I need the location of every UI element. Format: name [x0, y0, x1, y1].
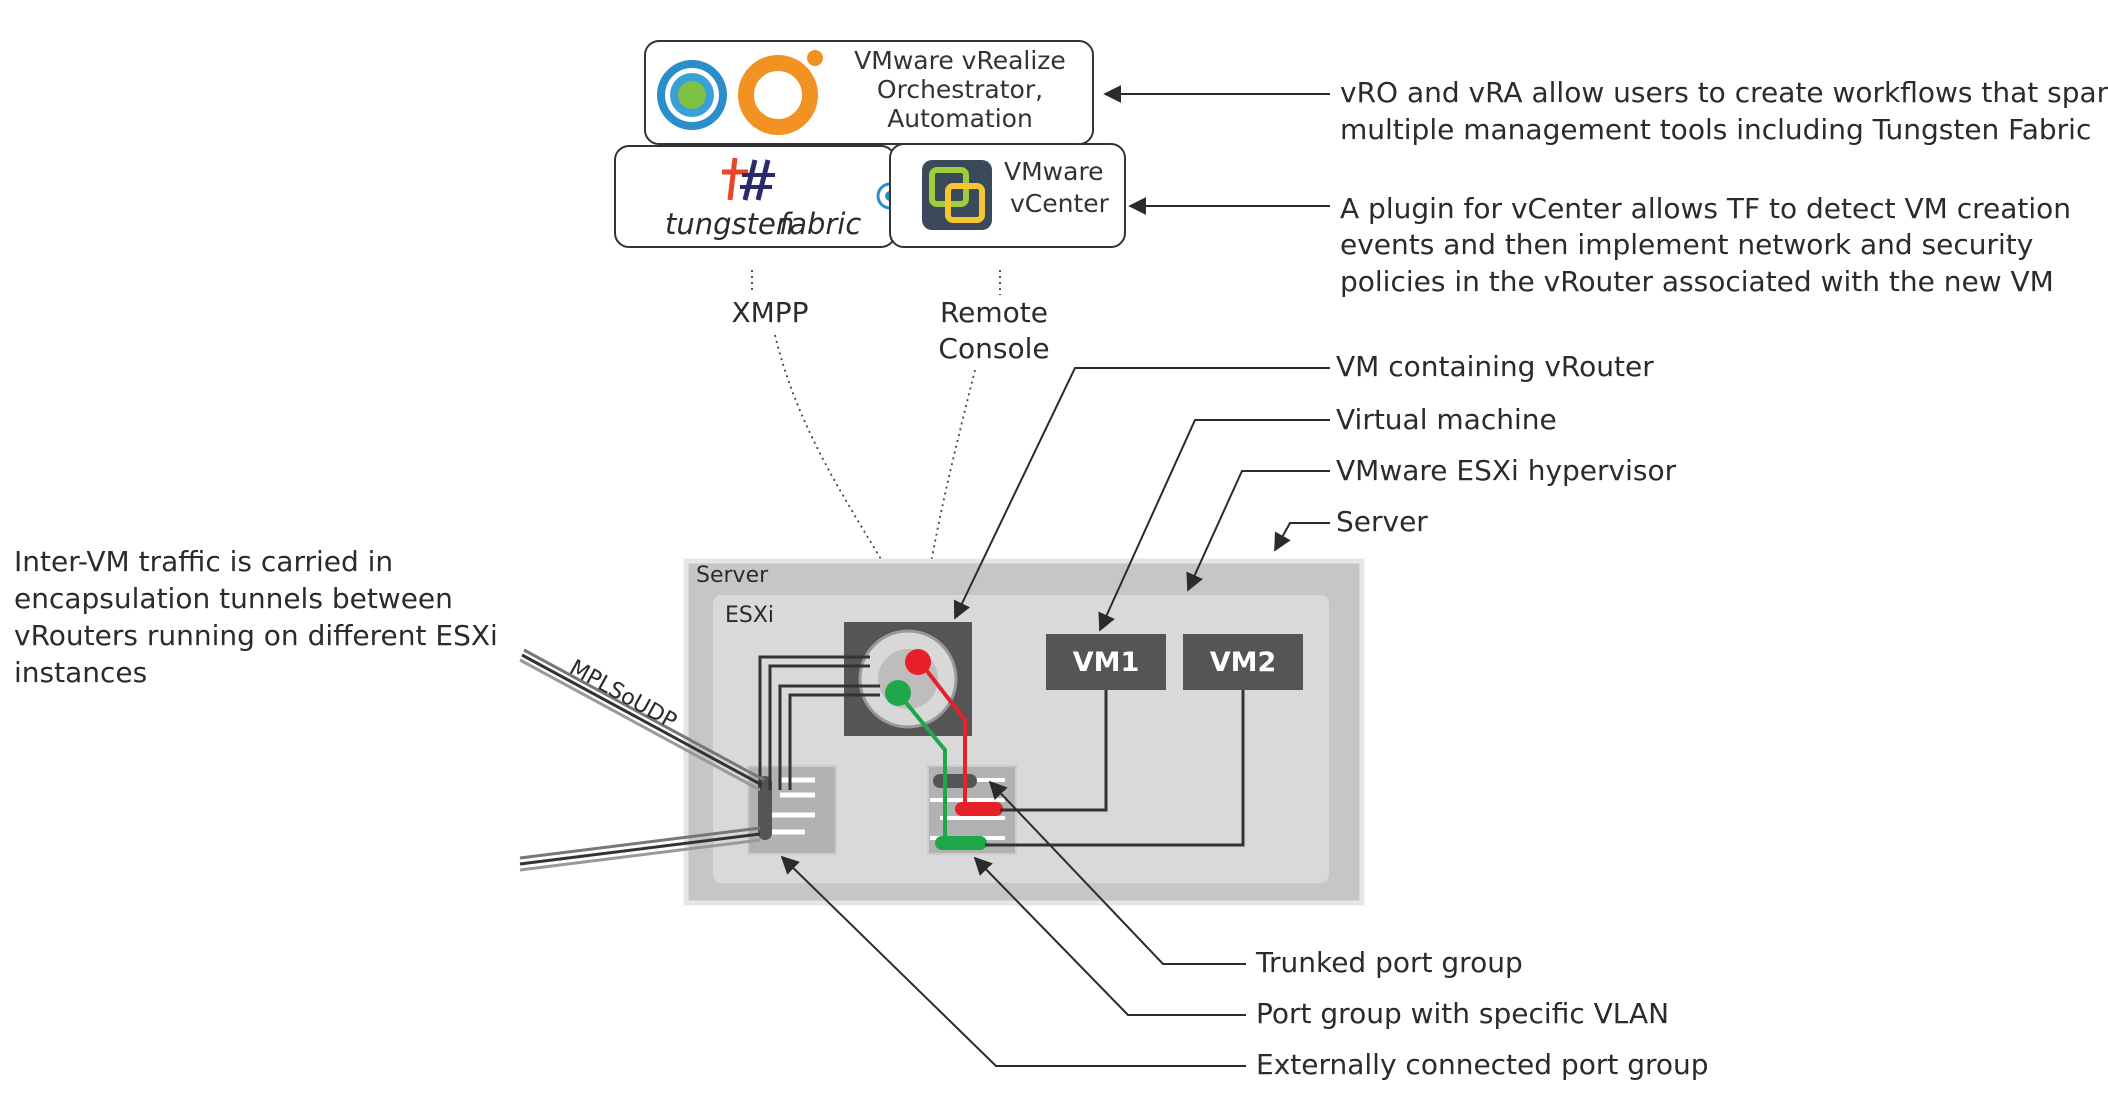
vrealize-automation-icon: [738, 50, 823, 135]
intervm-annotation-4: instances: [14, 656, 147, 689]
green-link: [896, 691, 947, 842]
trunked-annotation: Trunked port group: [1255, 946, 1523, 979]
tungsten-fabric-box: tungsten fabric: [614, 145, 896, 248]
vm1-label: VM1: [1073, 647, 1140, 678]
trunk-port: [933, 774, 977, 788]
remote-label-1: Remote: [940, 296, 1048, 329]
red-vlan-port: [955, 802, 1003, 816]
vrealize-line2: Orchestrator,: [877, 75, 1043, 104]
external-port-group: [747, 765, 837, 855]
red-link: [918, 660, 967, 808]
red-node: [905, 649, 931, 675]
vlan-pg-annotation: Port group with specific VLAN: [1256, 997, 1669, 1030]
esxi-hypervisor-annotation: VMware ESXi hypervisor: [1336, 454, 1677, 487]
vm2-label: VM2: [1210, 647, 1277, 678]
vro-annotation-2: multiple management tools including Tung…: [1340, 113, 2091, 146]
xmpp-label: XMPP: [731, 296, 808, 329]
mplsoudp-tunnel: [519, 648, 765, 872]
vcenter-line2: vCenter: [1010, 189, 1110, 218]
virtual-machine-annotation: Virtual machine: [1336, 403, 1557, 436]
intervm-annotation-2: encapsulation tunnels between: [14, 582, 453, 615]
vrealize-gear-icon: [657, 60, 727, 130]
green-vlan-port: [935, 836, 987, 850]
intervm-annotation-3: vRouters running on different ESXi: [14, 619, 498, 652]
vm-vrouter-annotation: VM containing vRouter: [1336, 350, 1654, 383]
esxi-label: ESXi: [725, 603, 774, 628]
vm1: VM1: [1046, 634, 1166, 690]
vro-annotation-1: vRO and vRA allow users to create workfl…: [1340, 76, 2108, 109]
green-node: [885, 680, 911, 706]
tungsten-logo-icon: [722, 157, 775, 201]
vm1-link: [1000, 690, 1108, 812]
plugin-annotation-3: policies in the vRouter associated with …: [1340, 265, 2054, 298]
server-annotation: Server: [1336, 505, 1428, 538]
intervm-annotation-1: Inter-VM traffic is carried in: [14, 545, 393, 578]
vrealize-box: VMware vRealize Orchestrator, Automation: [644, 40, 1094, 145]
vcenter-box: VMware vCenter: [889, 143, 1126, 248]
remote-label-2: Console: [938, 332, 1049, 365]
plugin-annotation-1: A plugin for vCenter allows TF to detect…: [1340, 192, 2071, 225]
vm2: VM2: [1183, 634, 1303, 690]
tungsten-logo-text-a: tungsten: [665, 207, 794, 241]
vrouter-vm: [844, 622, 972, 736]
plugin-annotation-2: events and then implement network and se…: [1340, 228, 2033, 261]
external-wiring: [758, 655, 880, 790]
remote-dotted-line: [924, 270, 1001, 601]
vm2-link: [985, 690, 1245, 847]
vrealize-line3: Automation: [887, 104, 1033, 133]
vcenter-icon: [922, 160, 992, 230]
leader-lines: [780, 85, 1330, 1067]
vrealize-line1: VMware vRealize: [854, 46, 1066, 75]
server-label: Server: [696, 563, 769, 588]
tungsten-logo-text-b: fabric: [779, 207, 861, 241]
external-pg-annotation: Externally connected port group: [1256, 1048, 1709, 1081]
vcenter-line1: VMware: [1004, 157, 1104, 186]
